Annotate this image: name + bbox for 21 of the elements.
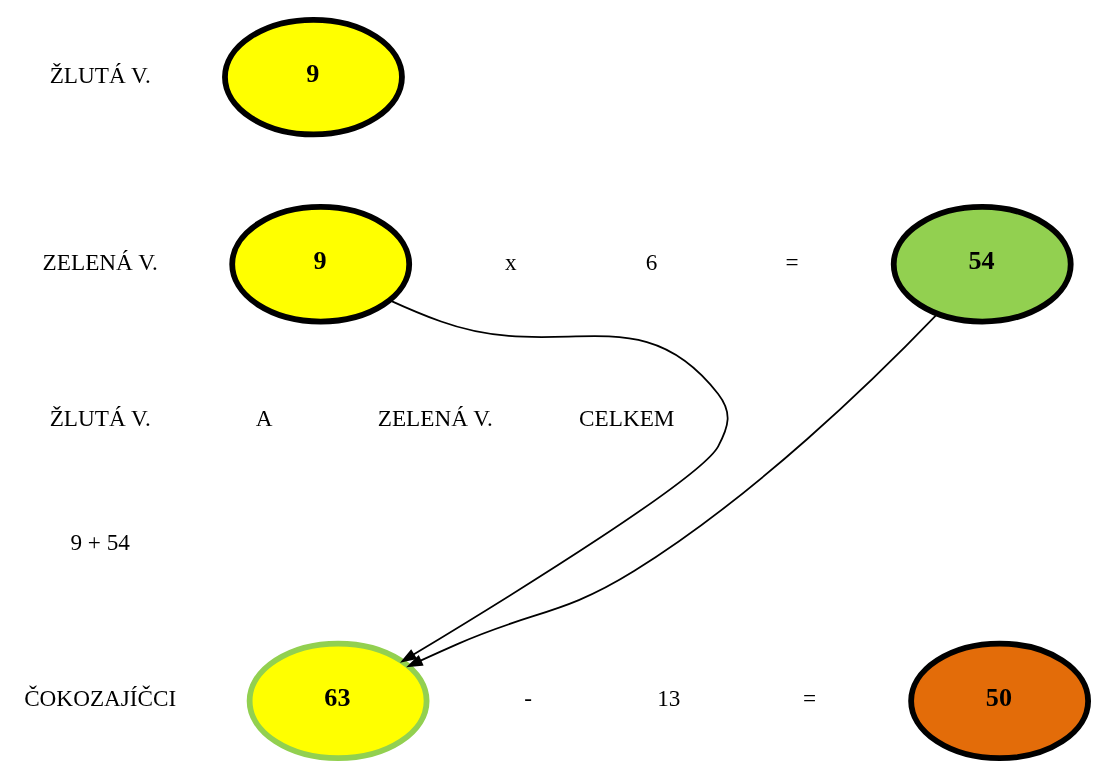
label: 9 + 54: [70, 529, 130, 556]
label: -: [524, 685, 533, 712]
arrow: [389, 299, 729, 663]
label: x: [504, 248, 517, 275]
node-ellipse: 9: [229, 204, 413, 325]
label: 6: [645, 248, 658, 275]
label: CELKEM: [579, 404, 675, 431]
node-label: ČOKOZAJÍČCI: [24, 685, 177, 712]
node-ellipse: 50: [908, 640, 1091, 762]
label: A: [255, 404, 273, 431]
label: ŽLUTÁ V.: [49, 404, 151, 431]
node-ellipse: 63: [246, 640, 430, 762]
node-ellipse: 9: [222, 16, 405, 138]
arrow: [406, 313, 939, 668]
label: =: [785, 248, 799, 275]
node-ellipse: 54: [890, 204, 1074, 325]
label: =: [803, 685, 817, 712]
label: ZELENÁ V.: [377, 404, 493, 431]
label: 13: [657, 685, 681, 712]
node-label: ŽLUTÁ V.: [49, 61, 151, 88]
node-label: ZELENÁ V.: [42, 248, 158, 275]
